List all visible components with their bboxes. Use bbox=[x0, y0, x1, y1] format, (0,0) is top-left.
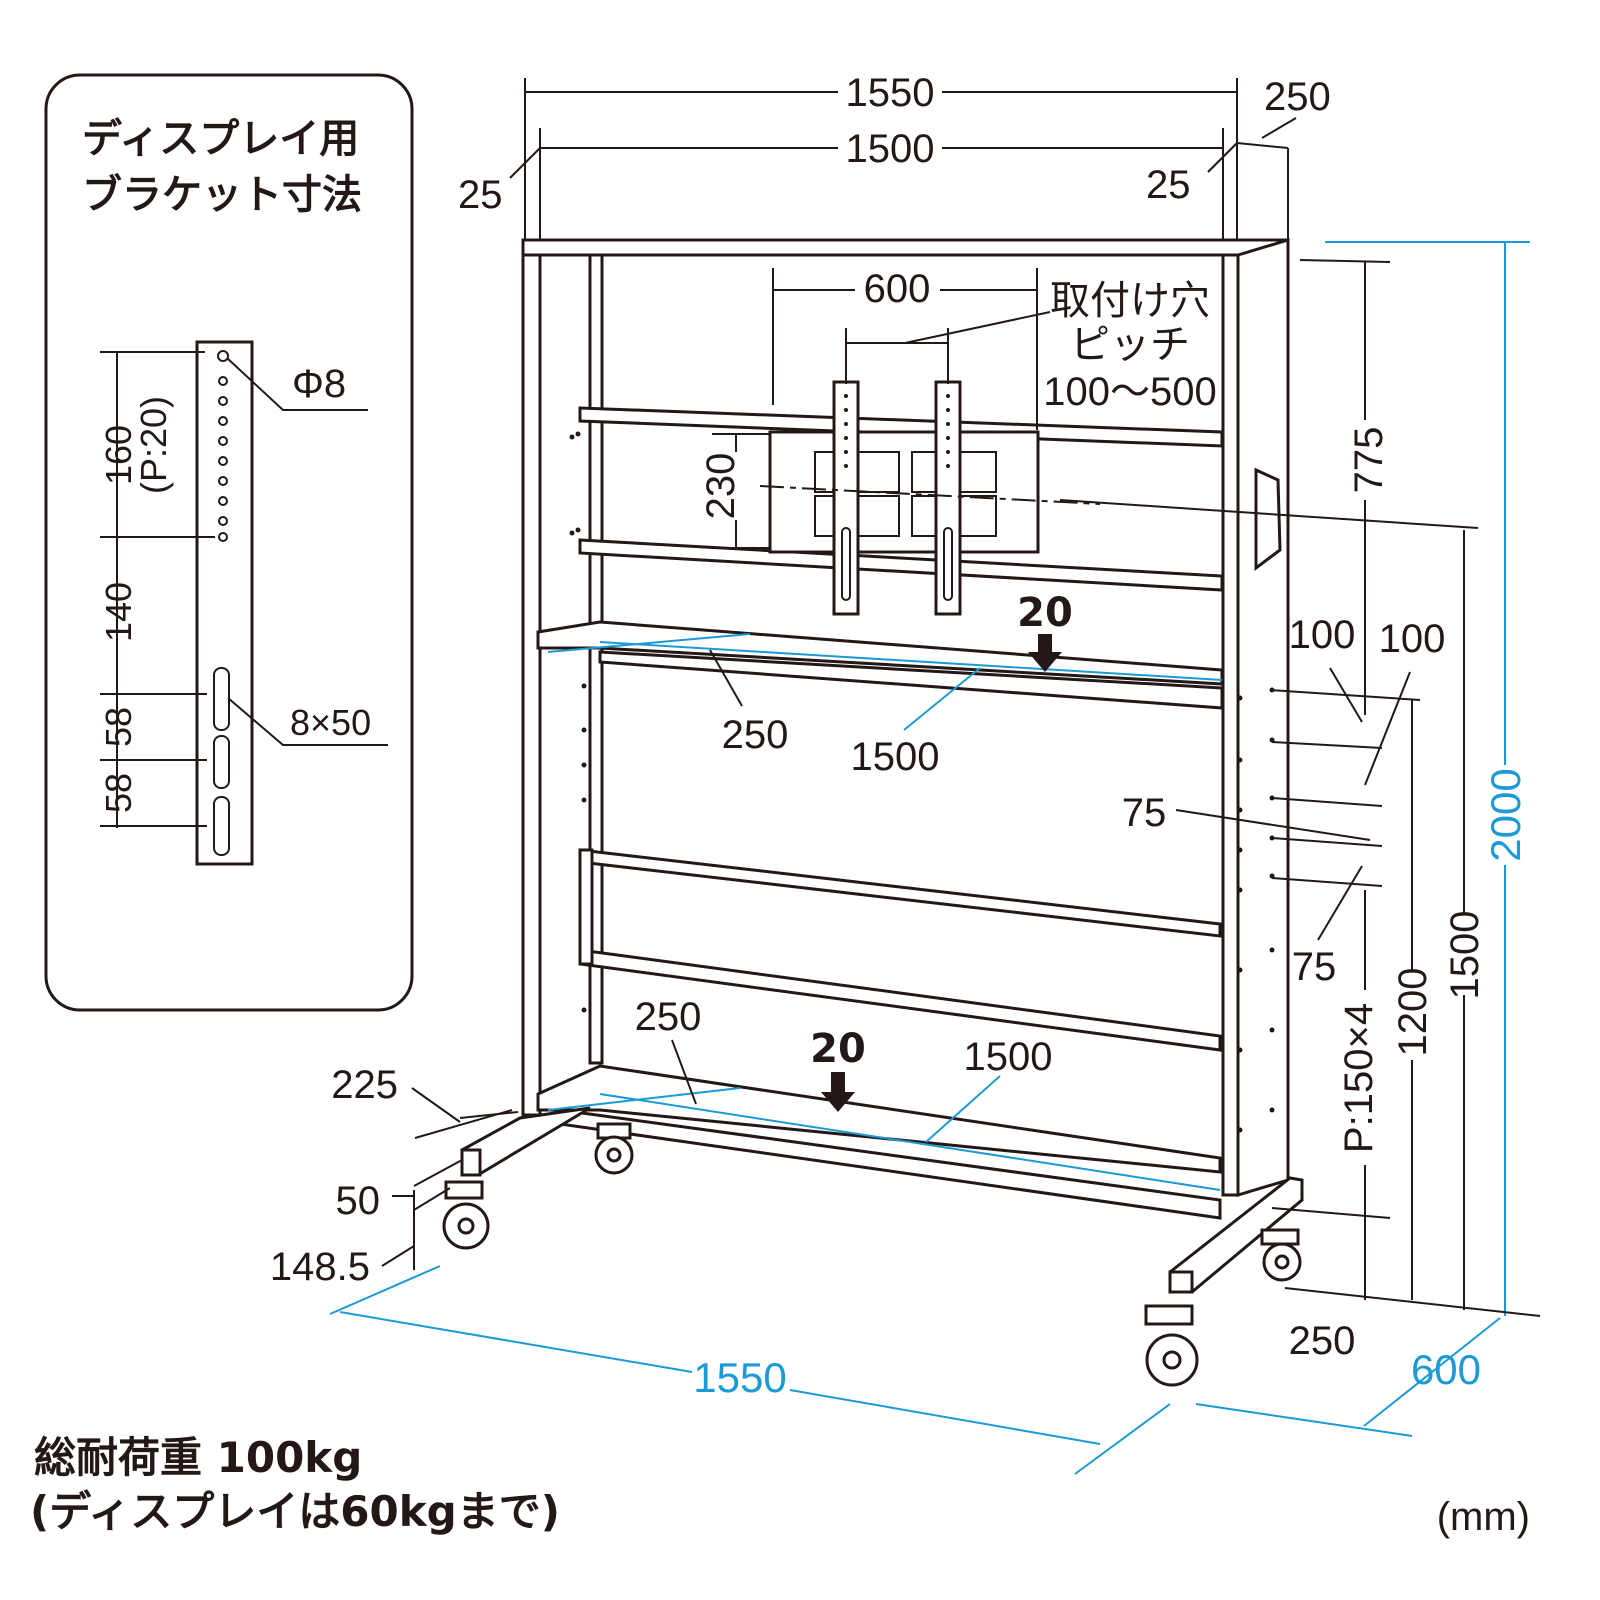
upper-shelf-load: 20 bbox=[1017, 590, 1073, 636]
dim-75b: 75 bbox=[1292, 945, 1337, 989]
load-display: (ディスプレイは60kgまで) bbox=[30, 1487, 560, 1536]
caster-back-right bbox=[1260, 1228, 1302, 1282]
dim-775: 775 bbox=[1347, 427, 1391, 494]
notes: 総耐荷重 100kg (ディスプレイは60kgまで) (mm) bbox=[30, 1433, 1530, 1539]
dim-pitch-150x4: P:150×4 bbox=[1337, 1003, 1381, 1153]
pitch-label-1: 取付け穴 bbox=[1050, 279, 1210, 323]
bracket-inset: ディスプレイ用 ブラケット寸法 Φ8 8×50 bbox=[44, 73, 414, 1012]
slot-leader bbox=[227, 697, 388, 746]
pitch-label-2: ピッチ bbox=[1070, 323, 1190, 367]
inset-title-1: ディスプレイ用 bbox=[82, 116, 359, 162]
slot-label: 8×50 bbox=[290, 702, 371, 743]
dim-600-pitch: 600 bbox=[864, 267, 931, 311]
lower-shelf-width: 1500 bbox=[964, 1035, 1053, 1079]
load-total: 総耐荷重 100kg bbox=[34, 1433, 362, 1482]
caster-back-left bbox=[594, 1122, 634, 1175]
inset-dim-160: 160 bbox=[98, 425, 139, 485]
pitch-range: 100〜500 bbox=[1043, 370, 1216, 414]
inset-title-2: ブラケット寸法 bbox=[82, 172, 362, 218]
unit-label: (mm) bbox=[1437, 1495, 1530, 1539]
lower-shelf-depth: 250 bbox=[635, 995, 702, 1039]
left-post bbox=[521, 253, 542, 1117]
caster-front-right bbox=[1144, 1304, 1199, 1387]
dim-250-base: 250 bbox=[1289, 1319, 1356, 1363]
mount-dimensions: 600 取付け穴 ピッチ 100〜500 230 bbox=[699, 267, 1217, 549]
upper-shelf-depth: 250 bbox=[722, 713, 789, 757]
bracket-bar bbox=[195, 340, 254, 866]
right-post bbox=[1221, 253, 1240, 1197]
top-dimensions: 1550 1500 25 25 250 bbox=[458, 71, 1331, 255]
dim-50: 50 bbox=[336, 1179, 381, 1223]
phi8-leader bbox=[226, 357, 368, 411]
bracket-holes bbox=[217, 350, 229, 542]
dim-left-25: 25 bbox=[458, 173, 503, 217]
shelf-dimensions: 250 1500 20 250 1500 20 bbox=[547, 590, 1223, 1191]
mount-arm-left bbox=[832, 380, 860, 616]
dim-75a: 75 bbox=[1122, 791, 1167, 835]
dim-2000: 2000 bbox=[1482, 768, 1529, 861]
caster-front-left bbox=[442, 1180, 490, 1250]
dim-1200: 1200 bbox=[1391, 968, 1435, 1057]
inset-dim-58a: 58 bbox=[98, 707, 139, 747]
stand-frame bbox=[442, 237, 1304, 1387]
upper-shelf-width: 1500 bbox=[851, 735, 940, 779]
dim-230: 230 bbox=[699, 453, 743, 520]
phi8-label: Φ8 bbox=[292, 362, 346, 406]
dim-225: 225 bbox=[331, 1063, 398, 1107]
lower-load-arrow-icon bbox=[821, 1072, 855, 1112]
mount-arm-right bbox=[934, 380, 962, 616]
dim-overall-width: 1550 bbox=[846, 71, 935, 115]
dim-right-25: 25 bbox=[1146, 163, 1191, 207]
dim-base-width: 1550 bbox=[693, 1354, 786, 1401]
inset-dim-58b: 58 bbox=[98, 773, 139, 813]
dim-inner-width: 1500 bbox=[846, 127, 935, 171]
right-dimensions: 775 100 100 75 75 P:150×4 1200 1500 2000… bbox=[1059, 241, 1541, 1363]
handle bbox=[1254, 467, 1282, 571]
dim-148-5: 148.5 bbox=[270, 1245, 370, 1289]
dim-base-depth: 600 bbox=[1411, 1346, 1481, 1393]
vesa-mount bbox=[759, 380, 1101, 616]
dim-100b: 100 bbox=[1379, 617, 1446, 661]
inset-dim-140: 140 bbox=[98, 582, 139, 642]
lower-shelf-load: 20 bbox=[810, 1026, 866, 1072]
upper-load-arrow-icon bbox=[1028, 634, 1062, 672]
mount-plate bbox=[768, 430, 1040, 554]
dim-100a: 100 bbox=[1289, 613, 1356, 657]
base-dimensions: 225 50 148.5 1550 600 bbox=[270, 1063, 1501, 1475]
inset-dim-p20: (P:20) bbox=[133, 396, 174, 494]
dim-depth-250: 250 bbox=[1264, 75, 1331, 119]
dim-1500: 1500 bbox=[1443, 911, 1487, 1000]
